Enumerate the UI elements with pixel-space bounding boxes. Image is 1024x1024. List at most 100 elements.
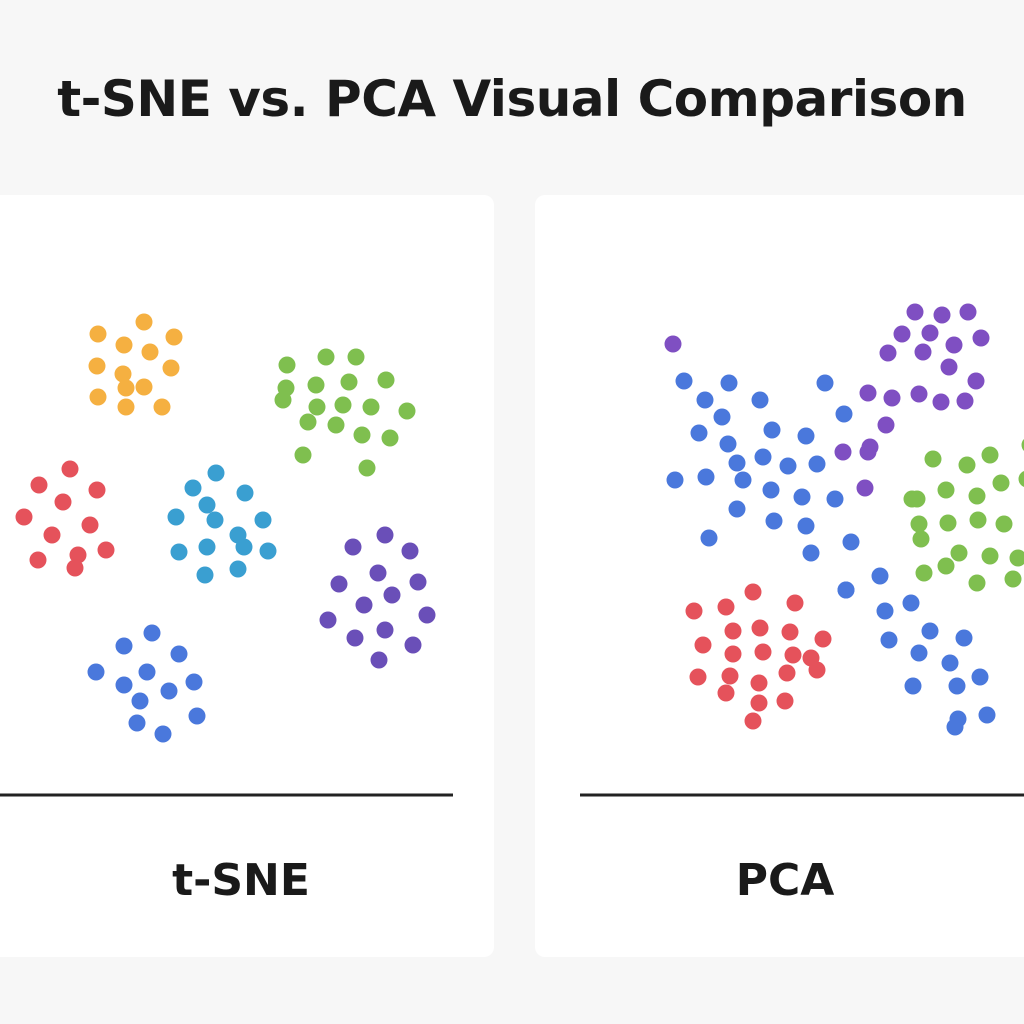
tsne-point-s2-9 [97,541,115,559]
pca-point-s1-32 [955,629,973,647]
tsne-point-s2-7 [69,546,87,564]
pca-point-s3-15 [750,674,768,692]
tsne-point-s2-10 [66,559,84,577]
pca-point-s1-18 [762,481,780,499]
tsne-point-s4-2 [401,542,419,560]
pca-point-s2-14 [995,515,1013,533]
pca-point-s0-6 [945,336,963,354]
tsne-point-s3-3 [198,496,216,514]
pca-point-s1-17 [734,471,752,489]
pca-point-s3-9 [724,645,742,663]
tsne-point-s0-5 [88,357,106,375]
pca-point-s0-5 [921,324,939,342]
tsne-point-s5-10 [128,714,146,732]
pca-point-s1-24 [700,529,718,547]
pca-point-s1-38 [971,668,989,686]
pca-point-s1-23 [797,517,815,535]
pca-point-s1-8 [719,435,737,453]
pca-point-s0-7 [972,329,990,347]
tsne-point-s3-11 [259,542,277,560]
tsne-point-s4-7 [355,596,373,614]
pca-point-s1-10 [797,427,815,445]
pca-point-s1-11 [728,454,746,472]
tsne-point-s5-8 [131,692,149,710]
pca-point-s1-37 [904,677,922,695]
pca-point-s3-0 [717,598,735,616]
pca-point-s0-15 [932,393,950,411]
tsne-point-s2-2 [88,481,106,499]
pca-point-s2-12 [939,514,957,532]
pca-point-s2-6 [937,481,955,499]
pca-point-s1-40 [978,706,996,724]
tsne-point-s3-13 [229,560,247,578]
pca-point-s1-15 [666,471,684,489]
tsne-point-s5-0 [143,624,161,642]
tsne-point-s4-10 [376,621,394,639]
pca-point-s3-5 [751,619,769,637]
tsne-point-s1-11 [398,402,416,420]
pca-point-s3-19 [750,694,768,712]
pca-point-s1-0 [675,372,693,390]
tsne-point-s2-6 [43,526,61,544]
pca-point-s1-6 [713,408,731,426]
pca-point-s1-22 [765,512,783,530]
pca-point-s2-8 [992,474,1010,492]
tsne-point-s3-12 [196,566,214,584]
tsne-panel: t-SNE [0,195,494,957]
pca-point-s0-1 [906,303,924,321]
tsne-point-s1-2 [347,348,365,366]
pca-point-s0-0 [664,335,682,353]
tsne-point-s1-3 [307,376,325,394]
tsne-label: t-SNE [172,855,310,906]
tsne-point-s2-1 [30,476,48,494]
tsne-point-s1-17 [358,459,376,477]
pca-point-s0-11 [967,372,985,390]
tsne-point-s3-4 [167,508,185,526]
pca-point-s1-28 [871,567,889,585]
tsne-point-s5-2 [170,645,188,663]
tsne-point-s2-0 [61,460,79,478]
tsne-point-s0-2 [165,328,183,346]
tsne-point-s1-13 [327,416,345,434]
pca-point-s2-10 [903,490,921,508]
tsne-point-s4-1 [344,538,362,556]
tsne-point-s0-9 [89,388,107,406]
pca-point-s3-4 [724,622,742,640]
tsne-point-s3-8 [170,543,188,561]
pca-point-s3-13 [689,668,707,686]
pca-point-s3-17 [808,661,826,679]
pca-point-s0-2 [933,306,951,324]
pca-point-s3-2 [786,594,804,612]
pca-point-s2-2 [958,456,976,474]
pca-point-s2-24 [968,574,986,592]
pca-point-s3-1 [744,583,762,601]
tsne-point-s3-6 [254,511,272,529]
tsne-point-s4-8 [319,611,337,629]
pca-point-s0-13 [883,389,901,407]
pca-point-s1-26 [802,544,820,562]
pca-point-s1-4 [696,391,714,409]
tsne-point-s0-7 [162,359,180,377]
tsne-point-s1-7 [274,391,292,409]
pca-point-s1-41 [946,718,964,736]
pca-point-s2-23 [937,557,955,575]
tsne-point-s1-12 [299,413,317,431]
pca-point-s0-4 [893,325,911,343]
page-title: t-SNE vs. PCA Visual Comparison [57,70,967,128]
pca-point-s3-11 [784,646,802,664]
pca-scatter-plot [580,303,1024,797]
pca-point-s2-7 [968,487,986,505]
pca-point-s1-31 [921,622,939,640]
tsne-point-s0-11 [117,398,135,416]
tsne-point-s5-6 [160,682,178,700]
pca-point-s1-35 [941,654,959,672]
pca-point-s1-12 [754,448,772,466]
tsne-point-s1-5 [340,373,358,391]
pca-point-s0-3 [959,303,977,321]
pca-point-s0-17 [877,416,895,434]
pca-point-s0-21 [834,443,852,461]
pca-point-s1-33 [880,631,898,649]
tsne-point-s1-14 [353,426,371,444]
pca-point-s1-21 [728,500,746,518]
pca-point-s3-3 [685,602,703,620]
